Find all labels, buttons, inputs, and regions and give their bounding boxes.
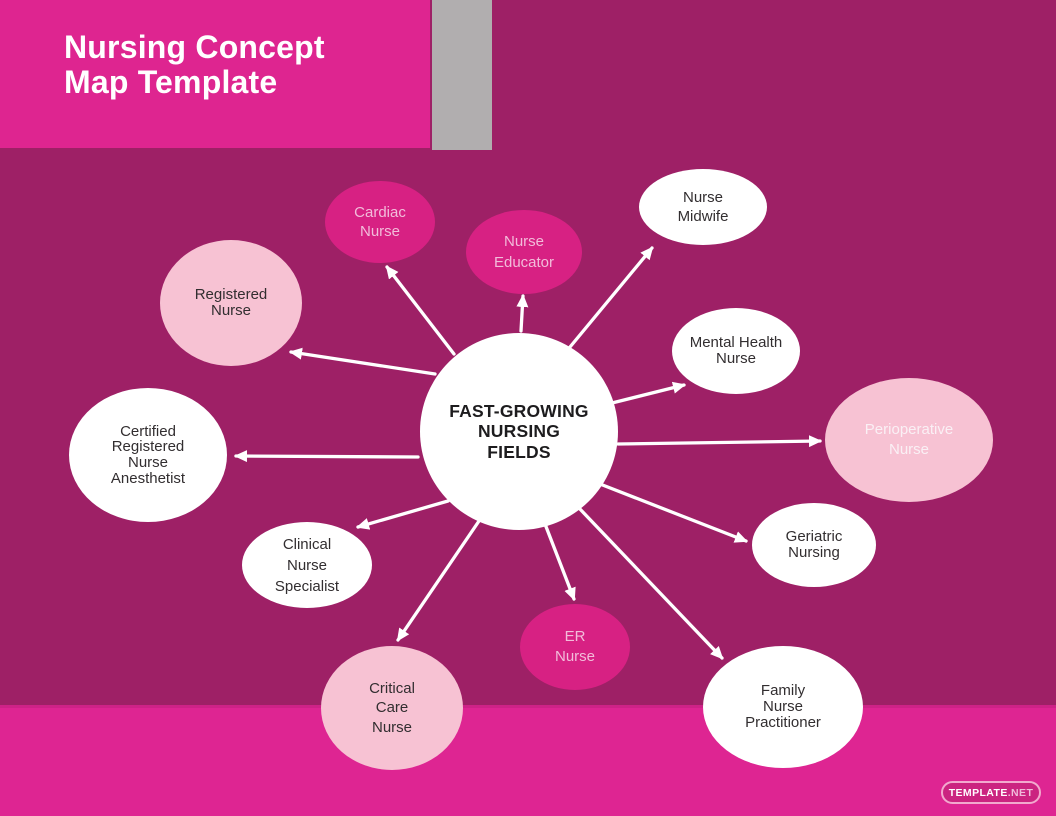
node-family-nurse-practitioner[interactable]: Family Nurse Practitioner bbox=[703, 646, 863, 768]
node-label-certified-registered-nurse-anesthetist: Certified Registered Nurse Anesthetist bbox=[110, 422, 186, 487]
arrow-certified-registered-nurse-anesthetist bbox=[234, 450, 420, 463]
node-nurse-midwife[interactable]: Nurse Midwife bbox=[639, 169, 767, 245]
node-label-perioperative-nurse: Perioperative Nurse bbox=[864, 420, 954, 458]
node-mental-health-nurse[interactable]: Mental Health Nurse bbox=[672, 308, 800, 394]
brand-suffix: .NET bbox=[1007, 786, 1034, 799]
node-label-nurse-educator: Nurse Educator bbox=[493, 233, 555, 271]
node-center-fast-growing-nursing-fields[interactable]: FAST-GROWING NURSING FIELDS bbox=[420, 333, 618, 530]
node-label-family-nurse-practitioner: Family Nurse Practitioner bbox=[745, 682, 821, 731]
bottom-band bbox=[0, 705, 1056, 816]
arrow-nurse-midwife bbox=[568, 246, 654, 349]
arrow-nurse-educator bbox=[516, 294, 529, 333]
node-label-critical-care-nurse: Critical Care Nurse bbox=[369, 679, 415, 736]
node-label-nurse-midwife: Nurse Midwife bbox=[677, 188, 729, 226]
arrow-cardiac-nurse bbox=[385, 265, 456, 356]
node-label-center: FAST-GROWING NURSING FIELDS bbox=[449, 400, 589, 462]
node-label-er-nurse: ER Nurse bbox=[554, 627, 595, 665]
node-perioperative-nurse[interactable]: Perioperative Nurse bbox=[825, 378, 993, 502]
node-label-clinical-nurse-specialist: Clinical Nurse Specialist bbox=[274, 535, 340, 595]
arrow-clinical-nurse-specialist bbox=[356, 499, 450, 530]
node-cardiac-nurse[interactable]: Cardiac Nurse bbox=[325, 181, 435, 263]
arrow-er-nurse bbox=[543, 522, 576, 601]
node-certified-registered-nurse-anesthetist[interactable]: Certified Registered Nurse Anesthetist bbox=[69, 388, 227, 522]
arrow-registered-nurse bbox=[289, 347, 437, 376]
node-critical-care-nurse[interactable]: Critical Care Nurse bbox=[321, 646, 463, 770]
arrow-geriatric-nursing bbox=[598, 482, 748, 543]
node-er-nurse[interactable]: ER Nurse bbox=[520, 604, 630, 690]
gray-accent-bar bbox=[432, 0, 492, 150]
header-band bbox=[0, 0, 430, 148]
node-label-registered-nurse: Registered Nurse bbox=[194, 286, 268, 319]
node-nurse-educator[interactable]: Nurse Educator bbox=[466, 210, 582, 294]
node-geriatric-nursing[interactable]: Geriatric Nursing bbox=[752, 503, 876, 587]
arrow-perioperative-nurse bbox=[616, 435, 822, 448]
brand-name: TEMPLATE bbox=[948, 786, 1008, 799]
node-label-geriatric-nursing: Geriatric Nursing bbox=[785, 527, 843, 561]
page-title: Nursing Concept Map Template bbox=[64, 29, 325, 101]
node-clinical-nurse-specialist[interactable]: Clinical Nurse Specialist bbox=[242, 522, 372, 608]
arrow-mental-health-nurse bbox=[610, 381, 686, 405]
node-label-cardiac-nurse: Cardiac Nurse bbox=[354, 203, 406, 241]
node-registered-nurse[interactable]: Registered Nurse bbox=[160, 240, 302, 366]
node-label-mental-health-nurse: Mental Health Nurse bbox=[689, 334, 783, 367]
arrow-critical-care-nurse bbox=[396, 519, 481, 642]
template-net-badge[interactable]: TEMPLATE.NET bbox=[941, 781, 1041, 804]
